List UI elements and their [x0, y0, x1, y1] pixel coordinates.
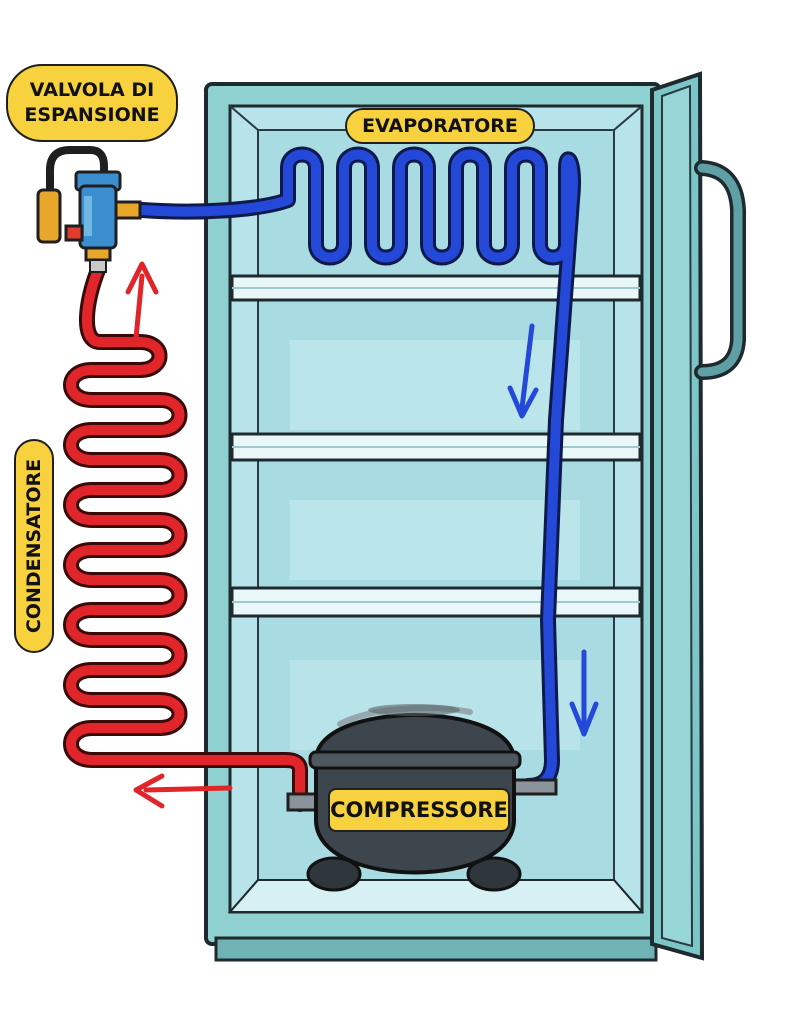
expansion-valve-label: VALVOLA DI ESPANSIONE [6, 64, 178, 142]
arrow-icon [569, 649, 599, 737]
door-handle [694, 160, 746, 380]
arrow-icon [133, 773, 233, 809]
shelf [230, 586, 642, 618]
condenser-label: CONDENSATORE [14, 439, 54, 653]
expansion-valve-icon [36, 146, 142, 273]
shelf [230, 274, 642, 302]
evaporator-coil [134, 146, 581, 794]
condenser-coil [63, 262, 308, 812]
expansion-valve-label-line1: VALVOLA DI [29, 79, 155, 101]
fridge-door [650, 71, 705, 961]
bottom-floor [227, 879, 645, 913]
shelf [230, 432, 642, 462]
evaporator-label: EVAPORATORE [345, 108, 535, 144]
expansion-valve-label-line2: ESPANSIONE [24, 104, 160, 126]
arrow-icon [507, 323, 539, 419]
compressor-label: COMPRESSORE [328, 788, 510, 832]
arrow-icon [125, 261, 159, 341]
